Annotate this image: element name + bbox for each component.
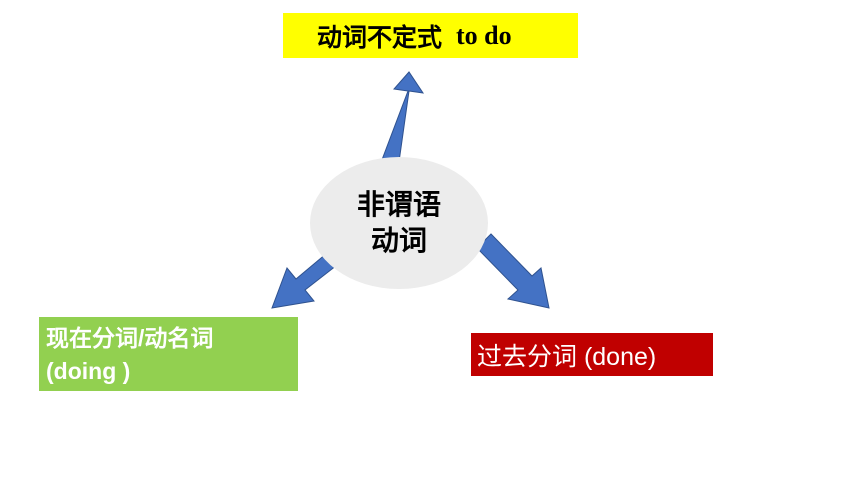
arrow-to-top	[379, 71, 425, 170]
node-infinitive: 动词不定式 to do	[283, 13, 578, 58]
center-node-non-finite-verbs: 非谓语 动词	[310, 157, 488, 289]
center-label-line2: 动词	[370, 224, 427, 257]
infinitive-label-cn: 动词不定式	[317, 22, 443, 52]
present-participle-label-line1: 现在分词/动名词	[46, 325, 214, 351]
node-past-participle: 过去分词 (done)	[471, 333, 713, 376]
center-label-line1: 非谓语	[356, 188, 441, 221]
past-participle-label: 过去分词 (done)	[477, 342, 657, 371]
arrow-to-right	[476, 233, 550, 309]
present-participle-label-line2: (doing )	[46, 358, 131, 384]
infinitive-label-en: to do	[456, 20, 512, 50]
node-present-participle-gerund: 现在分词/动名词 (doing )	[39, 317, 298, 391]
